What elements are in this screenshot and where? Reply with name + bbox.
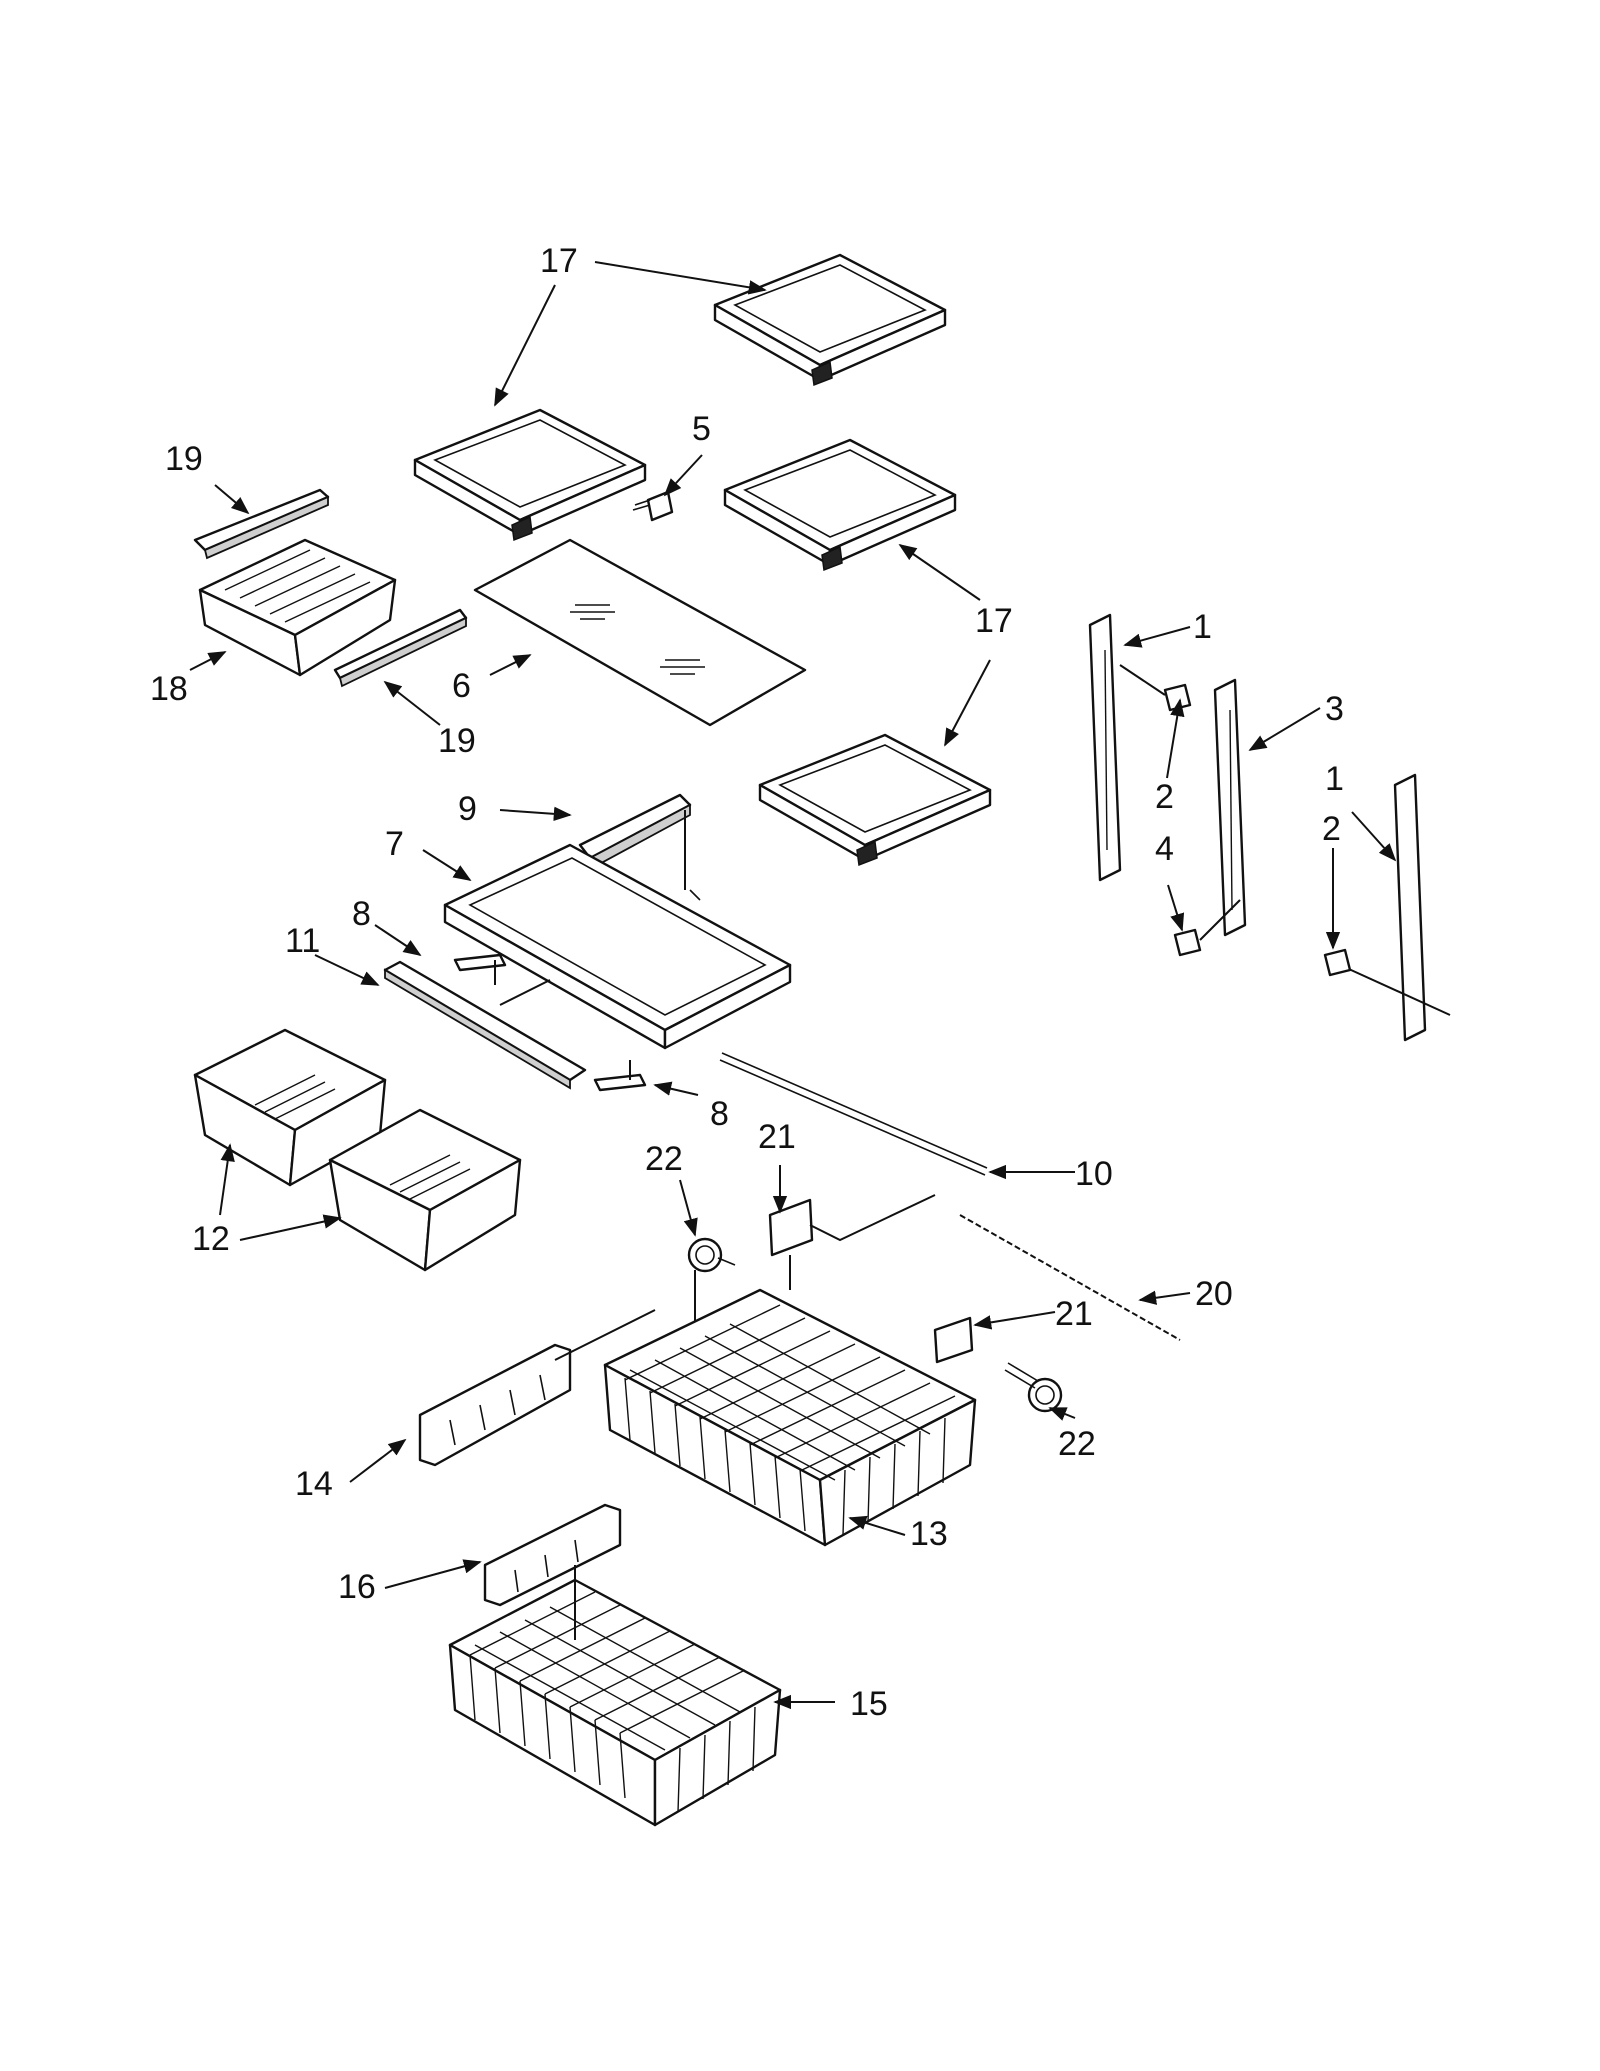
- glass-shelf-part-6: [473, 538, 807, 727]
- callout-15: 15: [850, 1685, 888, 1723]
- callout-12: 12: [192, 1220, 230, 1258]
- callout-5: 5: [692, 410, 711, 448]
- bin-part-12-right: [328, 1108, 522, 1272]
- shelf-frame-part-7: [443, 843, 792, 1050]
- callout-14: 14: [295, 1465, 333, 1503]
- cable-part-20: [959, 1214, 1181, 1341]
- bracket-part-21-lower: [933, 1316, 974, 1364]
- shelf-part-17-middle-right: [723, 438, 957, 572]
- rail-part-19-top: [193, 488, 330, 560]
- callout-22-upper: 22: [645, 1140, 683, 1178]
- rail-part-3: [1213, 678, 1247, 937]
- callout-17-top: 17: [540, 242, 578, 280]
- callout-22-lower: 22: [1058, 1425, 1096, 1463]
- divider-part-14: [418, 1309, 656, 1467]
- callout-21-lower: 21: [1055, 1295, 1093, 1333]
- callout-6: 6: [452, 667, 471, 705]
- shelf-part-17-upper-left: [413, 408, 647, 542]
- callout-10: 10: [1075, 1155, 1113, 1193]
- screw-part-2-lower: [1323, 948, 1352, 977]
- callout-2-right: 2: [1322, 810, 1341, 848]
- callout-19-bottom: 19: [438, 722, 476, 760]
- rail-part-1-left: [1088, 613, 1122, 882]
- callout-8-upper: 8: [352, 895, 371, 933]
- callout-19-top: 19: [165, 440, 203, 478]
- rail-part-1-right: [1339, 773, 1451, 1042]
- callout-17-right: 17: [975, 602, 1013, 640]
- rod-part-10: [719, 1052, 988, 1176]
- callout-18: 18: [150, 670, 188, 708]
- rail-part-19-bottom: [333, 608, 468, 688]
- gear-part-22-upper: [687, 1237, 736, 1350]
- callout-3: 3: [1325, 690, 1344, 728]
- clip-part-8-lower: [593, 1060, 647, 1092]
- clip-part-8-upper: [453, 953, 507, 985]
- callout-13: 13: [910, 1515, 948, 1553]
- callout-9: 9: [458, 790, 477, 828]
- bracket-part-21-upper: [768, 1194, 936, 1290]
- screw-part-5: [632, 490, 674, 522]
- screw-part-4: [1173, 899, 1241, 957]
- callout-21-upper: 21: [758, 1118, 796, 1156]
- gear-part-22-lower: [1004, 1362, 1063, 1413]
- basket-part-15: [448, 1565, 782, 1827]
- callout-1-right: 1: [1325, 760, 1344, 798]
- callout-1-left: 1: [1193, 608, 1212, 646]
- callout-7: 7: [385, 825, 404, 863]
- bin-part-12-left: [193, 1028, 387, 1187]
- callout-4: 4: [1155, 830, 1174, 868]
- basket-part-13: [603, 1288, 977, 1547]
- callout-2-left: 2: [1155, 778, 1174, 816]
- shelf-part-17-top-right: [713, 253, 947, 387]
- shelf-part-17-lower-right: [758, 733, 992, 867]
- drawer-part-18: [198, 538, 397, 677]
- leader-lines: [189, 261, 1397, 1710]
- divider-part-16: [483, 1503, 622, 1607]
- callout-20: 20: [1195, 1275, 1233, 1313]
- trim-part-11: [383, 960, 587, 1090]
- callout-11: 11: [285, 922, 320, 960]
- callout-16: 16: [338, 1568, 376, 1606]
- callout-8-lower: 8: [710, 1095, 729, 1133]
